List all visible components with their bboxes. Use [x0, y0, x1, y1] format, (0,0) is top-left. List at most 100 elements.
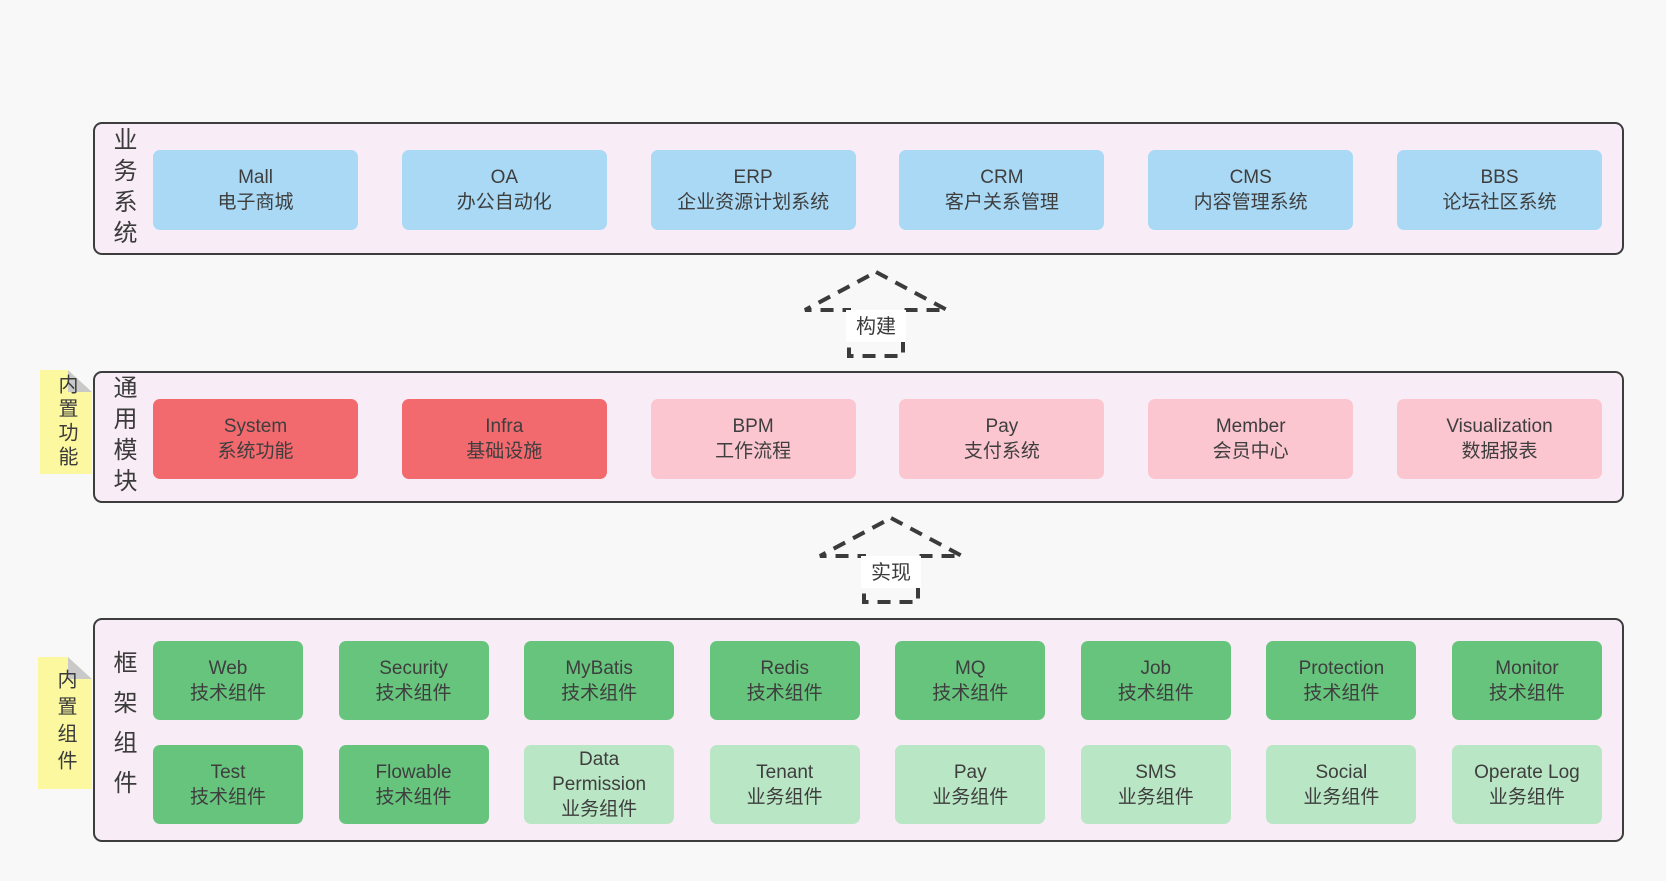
box-pay: Pay 支付系统 [899, 399, 1105, 479]
box-monitor: Monitor 技术组件 [1451, 641, 1602, 720]
box-system: System 系统功能 [153, 399, 358, 479]
box-protection: Protection 技术组件 [1266, 641, 1417, 720]
box-job: Job 技术组件 [1080, 641, 1231, 720]
box-mq-subtitle: 技术组件 [932, 682, 1009, 704]
box-sms-subtitle: 业务组件 [1117, 786, 1194, 808]
box-flowable-title: Flowable [375, 761, 452, 783]
box-pay-biz-title: Pay [953, 761, 987, 783]
box-crm: CRM 客户关系管理 [899, 150, 1105, 230]
box-web: Web 技术组件 [153, 641, 303, 720]
box-protection-subtitle: 技术组件 [1303, 682, 1380, 704]
box-sms-title: SMS [1135, 761, 1177, 783]
box-operate-log-title: Operate Log [1474, 761, 1580, 783]
box-pay-biz-subtitle: 业务组件 [932, 786, 1009, 808]
band-common-modules-label: 通用模块 [109, 375, 136, 499]
box-operate-log: Operate Log 业务组件 [1451, 745, 1602, 824]
box-visualization: Visualization 数据报表 [1396, 399, 1602, 479]
box-bbs-subtitle: 论坛社区系统 [1442, 192, 1557, 213]
box-pay-biz: Pay 业务组件 [895, 745, 1046, 824]
arrow-build-label: 构建 [856, 315, 896, 338]
band-framework-components: 框架组件 Web 技术组件 Security 技术组件 MyBatis 技术组件… [93, 618, 1624, 842]
box-security: Security 技术组件 [338, 641, 489, 720]
box-test: Test 技术组件 [153, 745, 303, 824]
box-crm-title: CRM [980, 167, 1024, 188]
box-mq-title: MQ [954, 657, 986, 679]
box-data-permission: Data Permission 业务组件 [524, 745, 675, 824]
box-erp-title: ERP [733, 167, 773, 188]
box-pay-subtitle: 支付系统 [963, 441, 1040, 462]
band-business-systems-label: 业务系统 [109, 126, 136, 251]
box-cms: CMS 内容管理系统 [1148, 150, 1354, 230]
up-arrow-implement-icon: 实现 [819, 515, 963, 604]
box-member: Member 会员中心 [1148, 399, 1354, 479]
box-member-subtitle: 会员中心 [1212, 441, 1289, 462]
box-flowable-subtitle: 技术组件 [375, 786, 452, 808]
box-social: Social 业务组件 [1266, 745, 1417, 824]
band-framework-components-label: 框架组件 [109, 650, 136, 810]
box-cms-subtitle: 内容管理系统 [1193, 192, 1308, 213]
box-tenant-subtitle: 业务组件 [746, 786, 823, 808]
box-bbs: BBS 论坛社区系统 [1396, 150, 1602, 230]
framework-components-row-2: Test 技术组件 Flowable 技术组件 Data Permission … [153, 745, 1602, 824]
business-systems-row: Mall 电子商城 OA 办公自动化 ERP 企业资源计划系统 CRM 客户关系… [153, 150, 1602, 230]
box-redis: Redis 技术组件 [709, 641, 860, 720]
box-sms: SMS 业务组件 [1080, 745, 1231, 824]
box-protection-title: Protection [1298, 657, 1385, 679]
arrow-implement-label-bg [861, 556, 921, 588]
box-infra-subtitle: 基础设施 [466, 441, 543, 462]
box-operate-log-subtitle: 业务组件 [1488, 786, 1565, 808]
box-visualization-subtitle: 数据报表 [1461, 441, 1538, 462]
box-infra-title: Infra [485, 416, 524, 437]
box-job-title: Job [1140, 657, 1172, 679]
box-member-title: Member [1215, 416, 1286, 437]
box-crm-subtitle: 客户关系管理 [944, 192, 1059, 213]
arrow-implement-label: 实现 [871, 561, 911, 584]
box-flowable: Flowable 技术组件 [338, 745, 489, 824]
box-test-title: Test [210, 761, 246, 783]
box-mall: Mall 电子商城 [153, 150, 358, 230]
sticky-built-in-features: 内置功能 [40, 370, 92, 474]
box-security-title: Security [379, 657, 448, 679]
box-pay-title: Pay [985, 416, 1019, 437]
box-bpm: BPM 工作流程 [650, 399, 856, 479]
box-tenant: Tenant 业务组件 [709, 745, 860, 824]
box-mall-title: Mall [238, 167, 273, 188]
box-social-title: Social [1315, 761, 1368, 783]
box-security-subtitle: 技术组件 [375, 682, 452, 704]
box-redis-subtitle: 技术组件 [746, 682, 823, 704]
box-bbs-title: BBS [1480, 167, 1519, 188]
box-visualization-title: Visualization [1446, 416, 1553, 437]
box-mybatis: MyBatis 技术组件 [524, 641, 675, 720]
box-web-subtitle: 技术组件 [189, 682, 266, 704]
up-arrow-build-icon: 构建 [804, 269, 948, 358]
sticky-built-in-components-label: 内置组件 [54, 669, 76, 777]
box-web-title: Web [208, 657, 248, 679]
box-test-subtitle: 技术组件 [189, 786, 266, 808]
box-bpm-title: BPM [732, 416, 774, 437]
box-cms-title: CMS [1229, 167, 1272, 188]
box-mybatis-subtitle: 技术组件 [561, 682, 638, 704]
box-monitor-subtitle: 技术组件 [1488, 682, 1565, 704]
box-erp-subtitle: 企业资源计划系统 [677, 192, 830, 213]
sticky-built-in-components: 内置组件 [38, 657, 92, 789]
box-system-title: System [223, 416, 288, 437]
box-data-permission-title: Data Permission [552, 749, 647, 795]
box-mybatis-title: MyBatis [565, 657, 633, 679]
box-tenant-title: Tenant [756, 761, 814, 783]
band-business-systems: 业务系统 Mall 电子商城 OA 办公自动化 ERP 企业资源计划系统 CRM… [93, 122, 1624, 255]
box-redis-title: Redis [760, 657, 809, 679]
sticky-built-in-features-label: 内置功能 [55, 374, 77, 470]
box-oa: OA 办公自动化 [401, 150, 607, 230]
box-data-permission-subtitle: 业务组件 [561, 799, 638, 820]
box-bpm-subtitle: 工作流程 [715, 441, 792, 462]
box-mall-subtitle: 电子商城 [217, 192, 294, 213]
box-oa-subtitle: 办公自动化 [456, 192, 552, 213]
framework-components-row-1: Web 技术组件 Security 技术组件 MyBatis 技术组件 Redi… [153, 641, 1602, 720]
common-modules-row: System 系统功能 Infra 基础设施 BPM 工作流程 Pay 支付系统… [153, 399, 1602, 479]
box-system-subtitle: 系统功能 [217, 441, 294, 462]
box-monitor-title: Monitor [1495, 657, 1559, 679]
band-common-modules: 通用模块 System 系统功能 Infra 基础设施 BPM 工作流程 Pay… [93, 371, 1624, 503]
box-oa-title: OA [490, 167, 519, 188]
box-social-subtitle: 业务组件 [1303, 786, 1380, 808]
